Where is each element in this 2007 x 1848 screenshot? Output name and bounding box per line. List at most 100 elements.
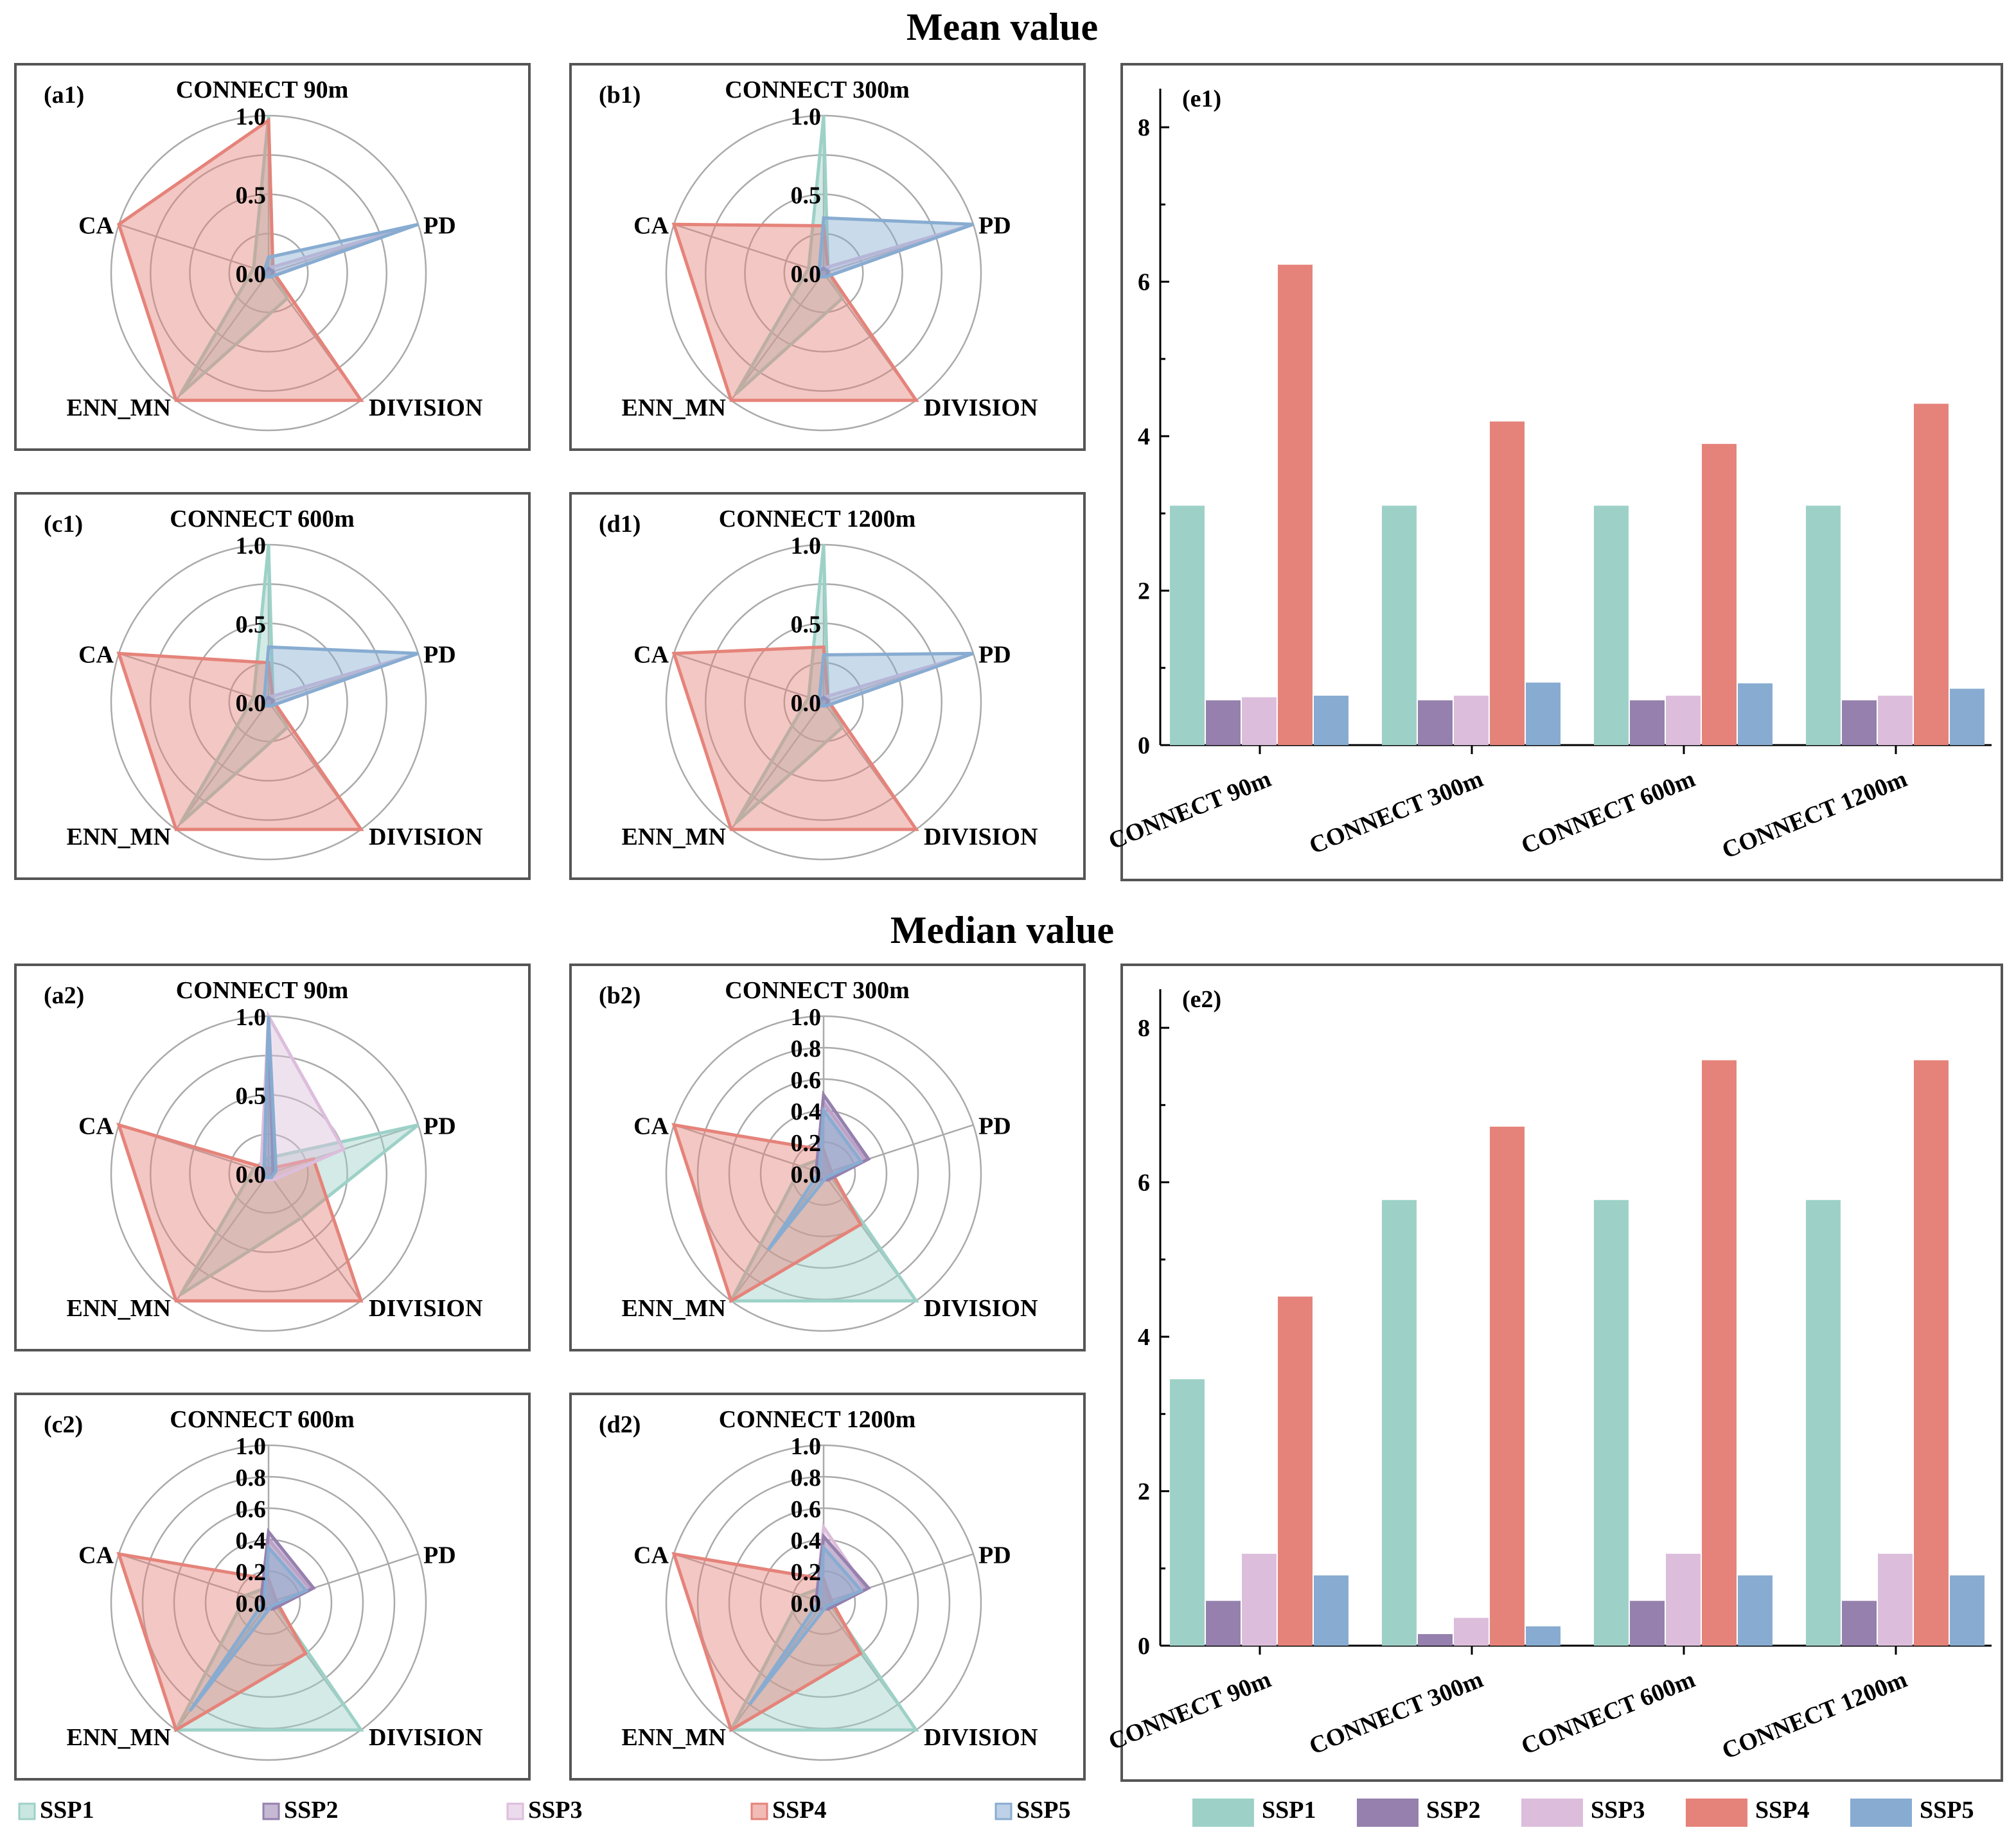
bar-ssp1-connect-300m [1382,506,1417,745]
y-tick-label: 0 [1138,1633,1150,1660]
grid-spoke [175,1173,270,1301]
radar-tick-label: 0.6 [791,1067,822,1094]
axis-label-ca: CA [633,1113,669,1140]
radar-tick-label: 1.0 [791,103,822,130]
axis-label-enn-mn: ENN_MN [66,1724,171,1751]
radar-tick-label: 0.6 [791,1496,822,1523]
axis-label-pd: PD [978,1113,1011,1140]
axis-label-division: DIVISION [924,823,1038,850]
axis-label-division: DIVISION [369,1295,482,1322]
bar-legend-label-ssp4: SSP4 [1755,1797,1809,1824]
axis-label-pd: PD [423,641,456,668]
axis-label-connect-600m: CONNECT 600m [170,1406,355,1433]
bar-ssp4-connect-300m [1490,1127,1525,1646]
radar-tick-label: 0.0 [791,261,822,288]
panel-label: (c2) [44,1411,83,1438]
bar-legend-label-ssp5: SSP5 [1920,1797,1974,1824]
axis-label-enn-mn: ENN_MN [621,1295,726,1322]
axis-label-ca: CA [633,212,669,239]
bar-ssp5-connect-300m [1526,1626,1561,1646]
radar-series-ssp5 [188,1544,309,1712]
bar-ssp1-connect-90m [1170,506,1205,745]
charts-layer: 0.00.51.0(a1)CONNECT 90mPDDIVISIONENN_MN… [14,63,2003,1782]
radar-series-ssp4 [117,117,364,402]
panel-label: (c1) [44,511,83,538]
y-tick-label: 8 [1138,1015,1150,1042]
axis-label-division: DIVISION [369,394,482,421]
bar-ssp3-connect-600m [1666,1553,1701,1646]
radar-series-ssp4 [116,1552,308,1732]
radar-series-ssp1 [728,1585,919,1732]
bar-legend-label-ssp3: SSP3 [1591,1797,1645,1824]
bar-ssp5-connect-300m [1526,682,1561,745]
radar-panel-d2: 0.00.20.40.60.81.0(d2)CONNECT 1200mPDDIV… [569,1393,1086,1781]
panel-label: (e2) [1182,986,1221,1013]
radar-tick-label: 1.0 [236,532,267,559]
bar-ssp1-connect-90m [1170,1379,1205,1646]
axis-label-enn-mn: ENN_MN [66,1295,171,1322]
radar-panel-b1: 0.00.51.0(b1)CONNECT 300mPDDIVISIONENN_M… [569,63,1086,451]
axis-label-enn-mn: ENN_MN [66,823,171,850]
radar-tick-label: 1.0 [791,1004,822,1031]
radar-legend-label-ssp4: SSP4 [772,1797,826,1824]
radar-tick-label: 0.0 [236,1590,267,1617]
radar-legend-label-ssp5: SSP5 [1016,1797,1070,1824]
radar-legend-swatch-ssp5 [995,1802,1012,1820]
axis-label-pd: PD [978,641,1011,668]
radar-tick-label: 0.8 [791,1465,822,1492]
bar-ssp4-connect-300m [1490,421,1525,745]
panel-label: (b2) [599,982,641,1009]
axis-label-pd: PD [978,212,1011,239]
bar-ssp3-connect-300m [1454,1617,1489,1646]
radar-tick-label: 0.2 [791,1130,822,1157]
radar-legend: SSP1 SSP2 SSP3 SSP4 SSP5 [18,1797,1070,1824]
bar-ssp2-connect-600m [1630,1601,1665,1646]
grid-spoke [267,1173,362,1301]
bar-ssp4-connect-1200m [1914,1060,1949,1646]
radar-legend-label-ssp3: SSP3 [528,1797,582,1824]
grid-spoke [673,1553,824,1604]
radar-series-ssp5 [817,651,974,708]
bar-ssp4-connect-90m [1278,1296,1313,1646]
radar-tick-label: 0.6 [236,1496,267,1523]
radar-series-ssp5 [748,1544,864,1706]
radar-legend-label-ssp1: SSP1 [40,1797,94,1824]
axis-label-pd: PD [423,1113,456,1140]
grid-spoke [673,224,824,274]
grid-spoke [730,272,825,401]
bar-ssp3-connect-90m [1242,697,1277,745]
axis-label-connect-1200m: CONNECT 1200m [719,1406,916,1433]
radar-legend-label-ssp2: SSP2 [284,1797,338,1824]
panel-label: (a1) [44,82,84,109]
radar-series-ssp5 [817,216,974,279]
panel-label: (b1) [599,82,641,109]
bar-legend-swatch-ssp1 [1192,1799,1254,1827]
grid-spoke [175,701,270,830]
radar-tick-label: 0.5 [236,612,267,638]
panel-label: (d2) [599,1411,641,1438]
radar-series-ssp5 [766,1106,864,1251]
radar-tick-label: 0.5 [791,612,822,638]
radar-tick-label: 1.0 [236,1004,267,1031]
bar-ssp1-connect-600m [1594,1200,1629,1646]
radar-series-ssp4 [671,645,919,831]
panel-frame [1120,63,2003,881]
bar-ssp5-connect-1200m [1950,689,1985,745]
axis-label-ca: CA [78,1113,114,1140]
axis-label-enn-mn: ENN_MN [621,1724,726,1751]
y-tick-label: 4 [1138,423,1150,450]
radar-tick-label: 1.0 [791,1433,822,1460]
radar-tick-label: 0.5 [236,182,267,209]
bar-ssp3-connect-90m [1242,1553,1277,1646]
panel-label: (a2) [44,982,84,1009]
bar-ssp2-connect-600m [1630,700,1665,745]
median-section-title: Median value [890,909,1114,951]
bar-ssp2-connect-300m [1418,700,1453,745]
radar-tick-label: 0.0 [791,1590,822,1617]
bar-legend-swatch-ssp3 [1521,1799,1583,1827]
y-tick-label: 6 [1138,269,1150,296]
radar-tick-label: 0.4 [236,1527,267,1554]
